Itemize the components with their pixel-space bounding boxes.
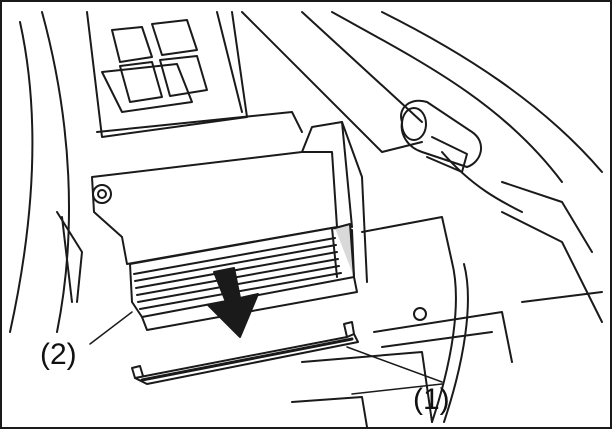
filter-element [129,223,358,331]
upper-duct-grille [86,11,303,138]
leader-line-2 [89,311,133,345]
leader-line-1a [346,346,443,383]
filter-cover [131,321,359,385]
dashboard-left-edge [9,11,83,333]
callout-1: (1) [413,383,450,416]
removal-arrow [207,267,259,338]
callout-2: (2) [40,338,77,371]
steering-column [241,11,603,253]
lower-dash-parts [291,211,603,427]
